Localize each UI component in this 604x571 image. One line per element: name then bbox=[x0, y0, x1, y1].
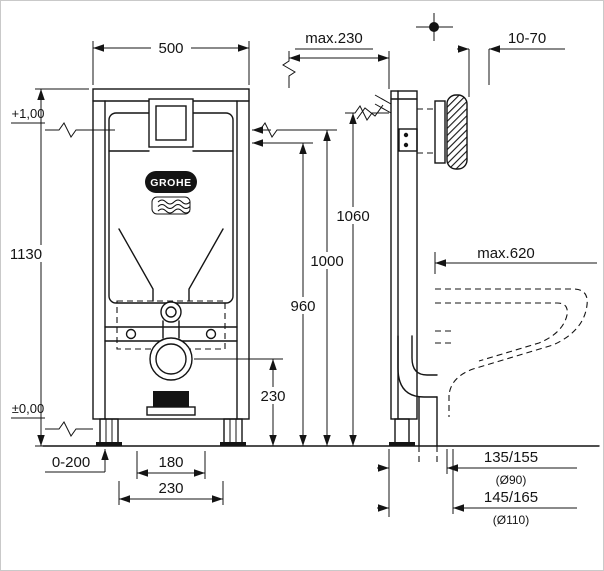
dim-outlet-230-vertical: 230 bbox=[194, 358, 291, 446]
dim-label-230-vertical: 230 bbox=[260, 388, 285, 405]
front-view-cistern bbox=[108, 98, 234, 339]
dim-10-70: 10-70 bbox=[457, 30, 565, 97]
datum-plus-100: +1,00 bbox=[11, 106, 115, 138]
dim-label-max620: max.620 bbox=[477, 245, 535, 262]
dim-960: 960 bbox=[252, 139, 321, 446]
dim-max-230: max.230 bbox=[282, 30, 390, 89]
flush-valve bbox=[160, 301, 182, 323]
dim-label-960: 960 bbox=[290, 298, 315, 315]
dim-height-1130: 1130 bbox=[5, 88, 89, 447]
dim-label-width: 500 bbox=[158, 40, 183, 57]
fixing-bolt-right bbox=[205, 328, 217, 340]
dim-label-dia90: (Ø90) bbox=[496, 473, 527, 487]
dim-1000: 1000 bbox=[252, 122, 348, 446]
datum-floor-label: ±0,00 bbox=[12, 401, 44, 416]
dim-label-dia110: (Ø110) bbox=[493, 513, 529, 527]
dim-label-height: 1130 bbox=[10, 246, 42, 263]
dim-max-620: max.620 bbox=[434, 245, 597, 274]
actuation-plate bbox=[446, 94, 468, 170]
brand-text: GROHE bbox=[150, 177, 192, 189]
dim-135-155: 135/155 (Ø90) bbox=[377, 449, 577, 517]
dim-label-230-bottom: 230 bbox=[158, 480, 183, 497]
dim-label-10-70: 10-70 bbox=[508, 30, 546, 47]
dim-outlet-230-horizontal: 230 bbox=[118, 480, 224, 505]
side-view-dimensions: 10-70 max.620 135/155 (Ø90) bbox=[377, 30, 597, 527]
dim-label-1060: 1060 bbox=[336, 208, 369, 225]
fixing-bolt-left bbox=[125, 328, 137, 340]
dim-145-165: 145/165 (Ø110) bbox=[377, 449, 577, 527]
dim-width-500: 500 bbox=[92, 39, 250, 85]
dim-label-145-165: 145/165 bbox=[484, 489, 538, 506]
dim-fixing-180: 180 bbox=[136, 451, 206, 479]
datum-zero: ±0,00 bbox=[11, 401, 93, 437]
datum-top-label: +1,00 bbox=[12, 106, 45, 121]
bottom-bracket bbox=[153, 391, 189, 407]
wave-emblem bbox=[151, 196, 191, 215]
dim-1060: 1060 bbox=[332, 105, 389, 446]
front-view-outlet-assembly bbox=[116, 300, 226, 416]
foot-adjust-label: 0-200 bbox=[52, 454, 90, 471]
front-view-frame bbox=[92, 88, 250, 446]
side-view-ceramic-bowl bbox=[435, 288, 588, 417]
front-view-dimensions: 500 1130 +1,00 ±0,00 0-200 bbox=[5, 30, 390, 505]
grohe-logo: GROHE bbox=[145, 171, 197, 215]
dim-label-135-155: 135/155 bbox=[484, 449, 538, 466]
dim-label-1000: 1000 bbox=[310, 253, 343, 270]
plate-mounting-frame bbox=[434, 100, 446, 164]
plate-bracket bbox=[398, 128, 418, 152]
dim-foot-adjustment: 0-200 bbox=[45, 449, 109, 473]
side-view-frame bbox=[356, 13, 468, 463]
dim-label-180: 180 bbox=[158, 454, 183, 471]
dim-label-max230: max.230 bbox=[305, 30, 363, 47]
